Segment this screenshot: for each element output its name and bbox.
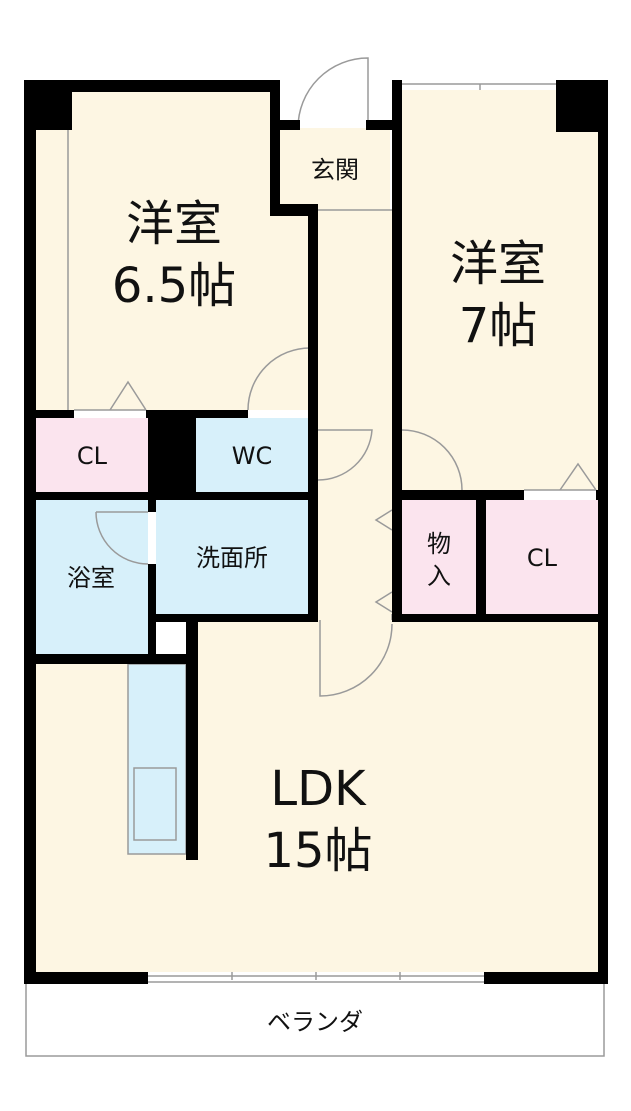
entrance-label: 玄関 — [311, 156, 359, 184]
closet-left-floor — [36, 418, 148, 492]
storage-floor — [402, 500, 476, 614]
wc-label: WC — [232, 442, 273, 470]
hallway-floor — [318, 210, 392, 620]
washroom-label: 洗面所 — [196, 544, 268, 572]
bedroom-left-size: 6.5帖 — [112, 258, 236, 314]
storage-label-line2: 入 — [427, 562, 451, 590]
ldk-size: 15帖 — [263, 823, 372, 879]
kitchen-sink — [133, 767, 177, 841]
bath-label: 浴室 — [67, 564, 115, 592]
bedroom-right-name: 洋室 — [450, 236, 546, 292]
storage-label-line1: 物 — [427, 530, 451, 558]
walls — [24, 80, 608, 984]
closet-left-label: CL — [77, 442, 108, 470]
veranda-label: ベランダ — [267, 1008, 363, 1036]
thin-lines — [25, 57, 605, 1057]
ldk-name: LDK — [270, 761, 367, 817]
bedroom-left-floor — [36, 92, 309, 410]
washroom-floor — [156, 500, 308, 614]
bedroom-left-name: 洋室 — [126, 196, 222, 252]
closet-right-floor — [486, 500, 598, 614]
bedroom-right-size: 7帖 — [459, 298, 538, 354]
wc-floor — [196, 418, 308, 492]
entrance-floor — [278, 128, 390, 210]
bedroom-right-floor — [400, 90, 600, 490]
bath-floor — [36, 500, 148, 654]
closet-right-label: CL — [527, 544, 558, 572]
